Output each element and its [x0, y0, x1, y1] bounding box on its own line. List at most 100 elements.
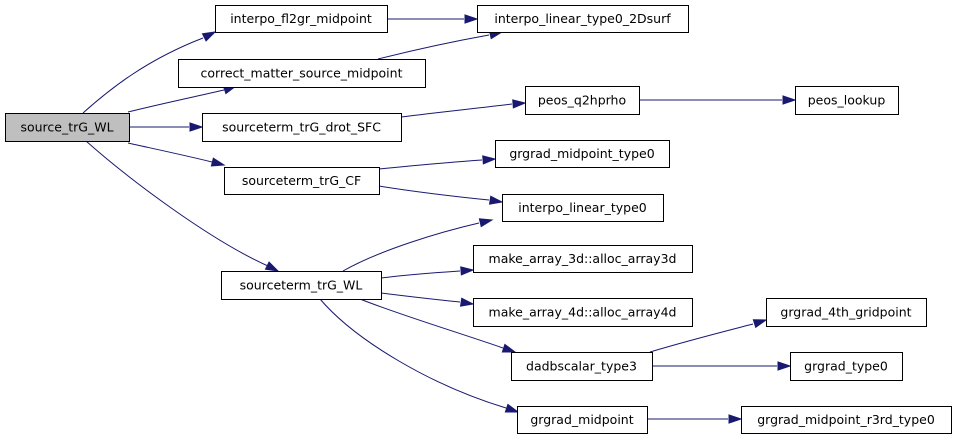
edge-line [400, 103, 513, 118]
node-box[interactable] [224, 167, 380, 195]
edge-line [377, 34, 490, 60]
node-interpo_linear_type0[interactable]: interpo_linear_type0 [502, 194, 664, 222]
node-grgrad_midpoint[interactable]: grgrad_midpoint [517, 406, 648, 434]
node-label[interactable]: make_array_4d::alloc_array4d [489, 305, 677, 320]
node-grgrad_midpoint_r3rd_type0[interactable]: grgrad_midpoint_r3rd_type0 [741, 406, 952, 434]
node-label[interactable]: sourceterm_trG_WL [240, 278, 363, 293]
node-label[interactable]: grgrad_midpoint_r3rd_type0 [757, 412, 935, 427]
node-label[interactable]: grgrad_midpoint_type0 [509, 146, 654, 161]
arrow-head-icon [464, 14, 479, 24]
edge-sourceterm_trG_WL-to-dadbscalar_type3 [359, 298, 517, 353]
edge-correct_matter_source_midpoint-to-interpo_linear_type0_2Dsurf [377, 30, 504, 60]
edge-line [342, 222, 480, 272]
node-box[interactable] [517, 406, 648, 434]
edge-line [85, 140, 269, 267]
node-label[interactable]: interpo_linear_type0_2Dsurf [494, 11, 671, 26]
edge-source_trG_WL-to-interpo_fl2gr_midpoint [82, 31, 217, 114]
node-label[interactable]: dadbscalar_type3 [526, 359, 637, 374]
node-box[interactable] [790, 352, 903, 381]
edge-sourceterm_trG_WL-to-make_array_4d_alloc_array4d [380, 292, 475, 307]
edge-line [378, 159, 483, 170]
node-label[interactable]: peos_q2hprho [538, 93, 626, 108]
arrow-head-icon [460, 266, 475, 276]
node-dadbscalar_type3[interactable]: dadbscalar_type3 [511, 352, 653, 381]
node-box[interactable] [511, 352, 653, 381]
node-make_array_4d_alloc_array4d[interactable]: make_array_4d::alloc_array4d [473, 298, 693, 327]
edge-line [649, 323, 754, 353]
node-box[interactable] [473, 245, 693, 273]
arrow-head-icon [482, 155, 497, 165]
node-box[interactable] [178, 59, 426, 88]
node-source_trG_WL[interactable]: source_trG_WL [5, 113, 130, 142]
node-label[interactable]: grgrad_midpoint [530, 412, 633, 427]
arrow-head-icon [488, 195, 504, 205]
node-grgrad_midpoint_type0[interactable]: grgrad_midpoint_type0 [495, 140, 670, 168]
edge-source_trG_WL-to-sourceterm_trG_CF [127, 142, 226, 167]
edge-dadbscalar_type3-to-grgrad_4th_gridpoint [649, 319, 768, 353]
edge-source_trG_WL-to-correct_matter_source_midpoint [127, 85, 238, 113]
node-box[interactable] [495, 140, 670, 168]
node-box[interactable] [766, 298, 927, 327]
node-interpo_fl2gr_midpoint[interactable]: interpo_fl2gr_midpoint [215, 5, 388, 33]
arrow-head-icon [752, 319, 768, 329]
node-label[interactable]: sourceterm_trG_drot_SFC [222, 120, 381, 135]
arrow-head-icon [264, 261, 280, 272]
node-label[interactable]: peos_lookup [808, 93, 886, 108]
edge-sourceterm_trG_CF-to-grgrad_midpoint_type0 [378, 155, 497, 170]
node-box[interactable] [795, 86, 899, 115]
node-box[interactable] [502, 194, 664, 222]
node-peos_q2hprho[interactable]: peos_q2hprho [525, 86, 640, 115]
edge-line [378, 185, 490, 201]
node-box[interactable] [215, 5, 388, 33]
node-box[interactable] [473, 298, 693, 327]
arrow-head-icon [189, 122, 204, 132]
edge-line [127, 142, 213, 163]
node-label[interactable]: source_trG_WL [20, 120, 113, 135]
node-box[interactable] [202, 113, 402, 142]
edge-grgrad_midpoint-to-grgrad_midpoint_r3rd_type0 [647, 414, 743, 424]
node-make_array_3d_alloc_array3d[interactable]: make_array_3d::alloc_array3d [473, 245, 693, 273]
node-sourceterm_trG_WL[interactable]: sourceterm_trG_WL [221, 271, 382, 300]
node-label[interactable]: make_array_3d::alloc_array3d [489, 251, 677, 266]
node-box[interactable] [741, 406, 952, 434]
node-label[interactable]: interpo_linear_type0 [518, 200, 646, 215]
arrow-head-icon [478, 218, 494, 228]
node-label[interactable]: correct_matter_source_midpoint [201, 66, 403, 81]
node-label[interactable]: interpo_fl2gr_midpoint [230, 11, 372, 26]
node-box[interactable] [525, 86, 640, 115]
edge-source_trG_WL-to-sourceterm_trG_drot_SFC [129, 122, 204, 132]
node-label[interactable]: sourceterm_trG_CF [242, 173, 361, 188]
node-peos_lookup[interactable]: peos_lookup [795, 86, 899, 115]
node-grgrad_type0[interactable]: grgrad_type0 [790, 352, 903, 381]
node-label[interactable]: grgrad_4th_gridpoint [780, 305, 911, 320]
arrow-head-icon [501, 343, 517, 353]
edge-dadbscalar_type3-to-grgrad_type0 [652, 361, 792, 371]
edge-line [380, 292, 461, 303]
edge-peos_q2hprho-to-peos_lookup [639, 95, 797, 105]
node-box[interactable] [477, 5, 689, 33]
edge-source_trG_WL-to-sourceterm_trG_WL [85, 140, 280, 272]
node-interpo_linear_type0_2Dsurf[interactable]: interpo_linear_type0_2Dsurf [477, 5, 689, 33]
node-sourceterm_trG_CF[interactable]: sourceterm_trG_CF [224, 167, 380, 195]
edge-sourceterm_trG_WL-to-make_array_3d_alloc_array3d [380, 266, 475, 279]
edge-sourceterm_trG_WL-to-interpo_linear_type0 [342, 218, 494, 272]
arrow-head-icon [210, 157, 226, 167]
arrow-head-icon [728, 414, 743, 424]
arrow-head-icon [459, 297, 475, 307]
edge-line [359, 298, 504, 349]
node-box[interactable] [221, 271, 382, 300]
arrow-head-icon [782, 95, 797, 105]
edge-sourceterm_trG_drot_SFC-to-peos_q2hprho [400, 99, 527, 118]
edge-line [127, 89, 225, 113]
edge-sourceterm_trG_CF-to-interpo_linear_type0 [378, 185, 504, 205]
edge-sourceterm_trG_WL-to-grgrad_midpoint [319, 298, 520, 413]
node-label[interactable]: grgrad_type0 [804, 359, 888, 374]
arrow-head-icon [201, 31, 217, 42]
node-grgrad_4th_gridpoint[interactable]: grgrad_4th_gridpoint [766, 298, 927, 327]
node-box[interactable] [5, 113, 130, 142]
node-sourceterm_trG_drot_SFC[interactable]: sourceterm_trG_drot_SFC [202, 113, 402, 142]
arrow-head-icon [512, 99, 527, 109]
edge-line [82, 37, 204, 114]
node-correct_matter_source_midpoint[interactable]: correct_matter_source_midpoint [178, 59, 426, 88]
